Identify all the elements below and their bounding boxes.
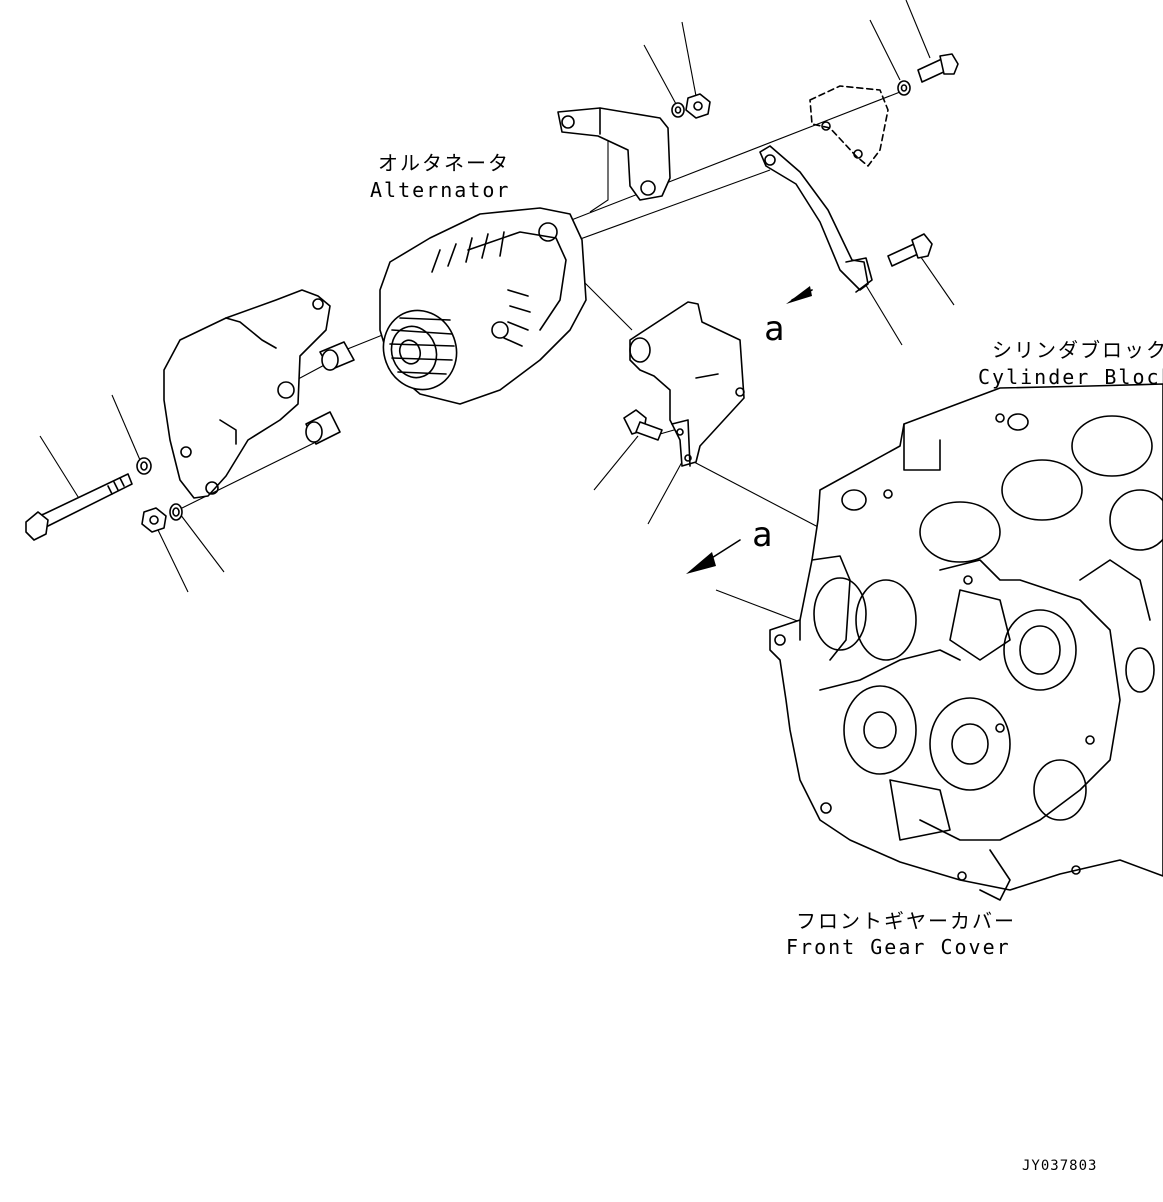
alternator-label-jp: オルタネータ [378,151,510,175]
front-gear-cover-label-jp: フロントギヤーカバー [796,909,1016,933]
cylinder-block-label-en: Cylinder Block [978,365,1163,389]
view-marker-upper: a [764,309,784,349]
adjusting-arm [759,145,873,293]
cylinder-block [769,383,1163,901]
center-bolt [623,409,663,441]
drawing-number: JY037803 [1022,1158,1097,1174]
alternator [379,207,587,405]
top-fasteners [671,53,959,119]
long-bolt [25,473,133,541]
front-gear-cover-label-en: Front Gear Cover [786,935,1011,959]
mounting-plate [163,289,331,499]
alternator-label-en: Alternator [370,178,510,202]
callout-leaders [39,0,955,593]
belt-cover [629,301,745,467]
spacers [305,341,355,445]
upper-bracket [557,107,671,201]
view-marker-lower: a [752,515,772,555]
cylinder-block-label-jp: シリンダブロック [992,338,1163,362]
view-arrows [686,286,813,574]
right-bolt [887,233,933,267]
labels: オルタネータ Alternator シリンダブロック Cylinder Bloc… [370,151,1163,1174]
upper-right-bracket [809,85,889,167]
left-fasteners [136,457,183,533]
